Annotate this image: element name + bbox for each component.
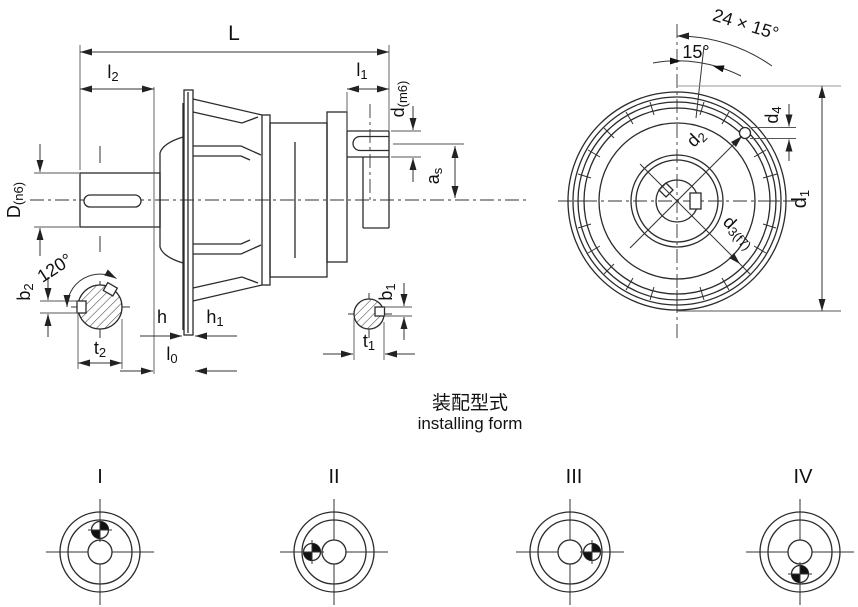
position-indicator: [300, 540, 324, 564]
form-label-2: II: [328, 466, 339, 488]
form-label-4: IV: [794, 466, 814, 488]
keyway-notch-left: [76, 300, 87, 314]
input-key-section: b2 120° t2: [14, 249, 130, 369]
label-t1: t1: [363, 331, 375, 353]
spigot-circle-outer: [630, 154, 724, 248]
dim-d1: d1: [677, 85, 841, 312]
label-b2: b2: [14, 283, 36, 300]
label-d-m6: d(m6): [388, 81, 410, 118]
label-t2: t2: [94, 338, 106, 360]
label-bolt-pattern: 24 × 15°: [710, 5, 781, 44]
mounting-flange: [183, 89, 194, 336]
spigot-circle-inner: [635, 159, 719, 243]
angle-120-arc: [63, 269, 117, 308]
rim-circle-2: [572, 96, 782, 306]
label-l1: l1: [356, 60, 367, 82]
installing-form-1: I: [46, 466, 154, 605]
form-label-3: III: [566, 466, 583, 488]
installing-form-3: III: [516, 466, 624, 605]
hub-keyway: [689, 192, 702, 210]
label-as: as: [423, 167, 445, 184]
arrowhead: [713, 65, 725, 73]
label-15deg: 15°: [682, 42, 709, 62]
d2-diameter-line: [629, 135, 743, 249]
keyway-notch-right: [374, 306, 386, 317]
label-h1: h1: [206, 307, 223, 329]
input-shaft-keyway: [83, 194, 142, 208]
dim-L: L: [79, 22, 390, 170]
installing-form-2: II: [280, 466, 388, 605]
caption-english: installing form: [418, 414, 523, 433]
dim-as: as: [393, 143, 464, 198]
dim-h-h1-l0: h h1 l0: [120, 307, 237, 375]
bolt-ticks: [574, 101, 780, 304]
outer-rim-circle: [567, 91, 787, 311]
installing-form-4: IV: [746, 466, 854, 605]
installing-forms: I II: [46, 466, 854, 605]
bolt-hole: [738, 126, 752, 140]
caption: 装配型式 installing form: [418, 392, 523, 433]
bearing-boss: [159, 136, 184, 264]
dim-d-m6: d(m6): [388, 81, 421, 182]
output-shaft: [347, 104, 390, 229]
angle-15-arc: [652, 60, 742, 77]
arrowhead: [670, 57, 681, 65]
label-l2: l2: [107, 62, 118, 84]
bolt-radial-line: [695, 45, 705, 119]
caption-chinese: 装配型式: [432, 392, 508, 414]
dim-d4: d4: [750, 104, 796, 161]
position-indicator: [788, 562, 812, 586]
output-key-section: b1 t1: [323, 283, 415, 360]
finned-housing: [192, 98, 271, 302]
output-shaft-keyway: [352, 135, 389, 152]
front-view: d2 d3(f7) 15° 24 × 15° d4 d1: [558, 5, 841, 338]
dim-D-n6: D(n6): [4, 144, 79, 256]
label-d1: d1: [789, 190, 812, 208]
position-indicator: [580, 540, 604, 564]
flange-recess-circle: [598, 122, 756, 280]
d3-diameter-line: [639, 163, 741, 265]
label-D-n6: D(n6): [4, 182, 26, 218]
dim-l1: l1: [346, 60, 389, 131]
label-l0: l0: [166, 344, 177, 366]
label-h: h: [157, 307, 167, 327]
position-indicator: [88, 518, 112, 542]
output-head: [326, 111, 348, 263]
dim-l2: l2: [80, 62, 154, 93]
side-view: L l2 l1 d(m6) as: [4, 22, 530, 375]
label-d4: d4: [762, 106, 784, 123]
form-label-1: I: [97, 466, 103, 488]
label-L: L: [228, 22, 240, 45]
label-b1: b1: [376, 283, 398, 300]
bolt-pattern-arc: [676, 32, 773, 67]
